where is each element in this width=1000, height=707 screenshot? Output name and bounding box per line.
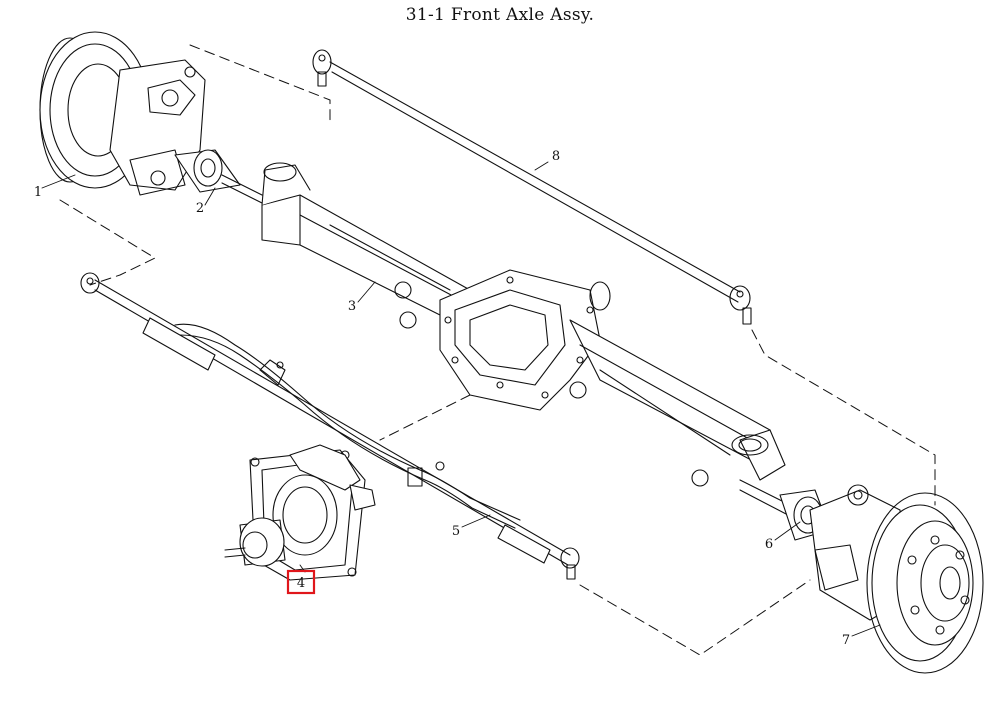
steering-cylinder: [80, 272, 580, 580]
differential-assembly: [224, 444, 376, 581]
callout-label-1[interactable]: 1: [34, 185, 42, 200]
left-wheel-hub: [39, 31, 206, 196]
callout-label-2[interactable]: 2: [196, 201, 204, 216]
callout-label-7[interactable]: 7: [842, 633, 850, 648]
axle-housing: [261, 162, 786, 487]
right-wheel-hub: [809, 484, 984, 674]
assembly-leader-lines: [59, 44, 936, 656]
callout-label-6[interactable]: 6: [765, 537, 773, 552]
diagram-title: 31-1 Front Axle Assy.: [405, 5, 595, 25]
callout-label-5[interactable]: 5: [452, 524, 460, 539]
callout-labels: 1 2 3 4 5 6 7 8: [34, 149, 850, 648]
callout-label-3[interactable]: 3: [348, 299, 356, 314]
part-4-highlight-box: [286, 569, 316, 595]
callout-label-8[interactable]: 8: [552, 149, 560, 164]
tie-rod-top: [312, 49, 752, 325]
left-universal-joint: [174, 149, 263, 204]
callout-label-4[interactable]: 4: [297, 576, 305, 591]
